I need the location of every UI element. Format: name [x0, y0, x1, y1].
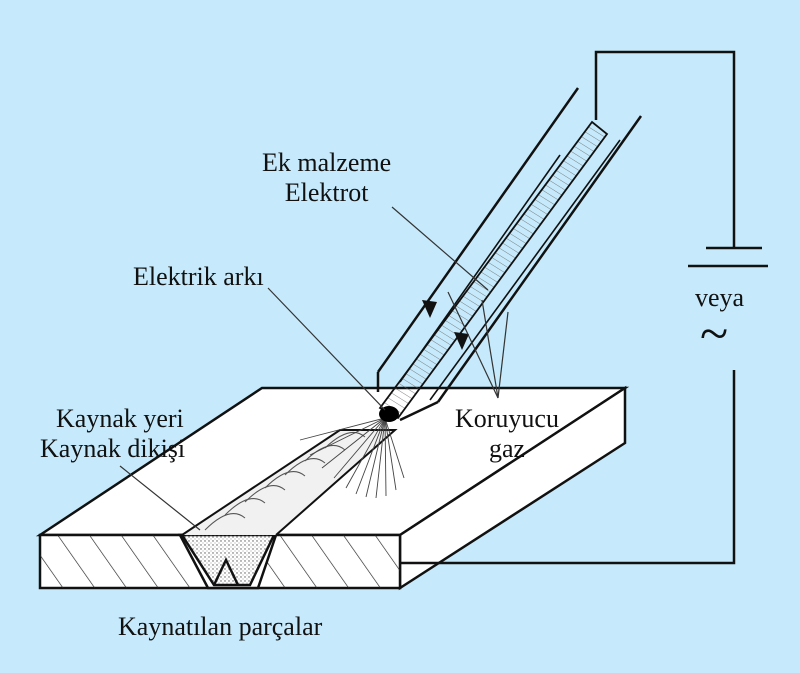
workpiece-plates — [35, 385, 630, 591]
weld-seam — [181, 429, 398, 536]
label-electric-arc: Elektrik arkı — [133, 262, 264, 291]
torch-nozzle — [376, 87, 643, 422]
label-weld-location: Kaynak yeri Kaynak dikişi — [40, 404, 185, 464]
electrode-tip — [379, 406, 399, 422]
circuit-wire-top — [594, 50, 736, 248]
label-filler-line1: Ek malzeme — [262, 148, 392, 177]
leader-lines — [119, 206, 509, 531]
arc-rays — [299, 417, 405, 499]
power-circuit — [400, 50, 768, 565]
label-gas-line2: gaz — [488, 434, 526, 463]
label-filler-material: Ek malzeme Elektrot — [262, 148, 391, 208]
label-power-or: veya — [695, 283, 745, 312]
label-filler-line2: Elektrot — [284, 178, 369, 207]
ac-symbol: ~ — [700, 306, 729, 363]
label-shielding-gas: Koruyucu gaz — [455, 404, 559, 464]
label-weld-line1: Kaynak yeri — [56, 404, 184, 433]
label-gas-line1: Koruyucu — [455, 404, 559, 433]
label-workpieces: Kaynatılan parçalar — [118, 612, 323, 641]
label-weld-line2: Kaynak dikişi — [40, 434, 186, 463]
circuit-wire-bottom — [400, 370, 736, 565]
electrode — [378, 120, 609, 422]
gas-flow-arrows — [422, 300, 469, 350]
